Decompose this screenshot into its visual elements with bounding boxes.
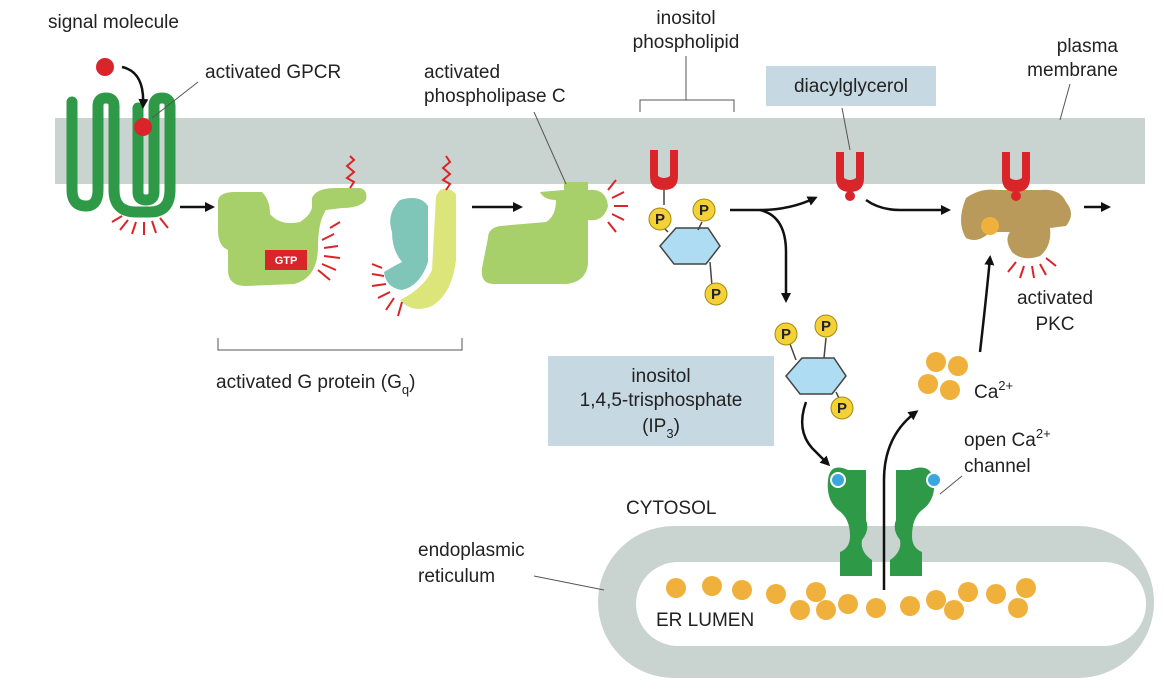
ring-bond-2	[697, 221, 703, 231]
label-diacylglycerol: diacylglycerol	[794, 76, 908, 97]
label-open-channel-2: channel	[964, 456, 1031, 477]
label-inositol-phospholipid-2: phospholipid	[633, 32, 740, 53]
diacylglycerol-label-box	[766, 66, 936, 106]
gpcr-activation-marks	[111, 215, 169, 235]
pkc-bound-dag	[1002, 152, 1030, 192]
arrow-ip3-to-channel	[800, 401, 831, 467]
leader-er	[533, 575, 605, 591]
arrow-calcium-to-pkc	[978, 255, 995, 353]
label-activated-g-protein: activated G protein (Gq)	[216, 372, 415, 397]
ring-bond-3	[709, 261, 713, 287]
pkc-calcium	[981, 217, 999, 235]
label-signal-molecule: signal molecule	[48, 12, 179, 33]
gpcr-receptor	[66, 92, 176, 218]
label-er-2: reticulum	[418, 566, 495, 587]
label-activated-plc-1: activated	[424, 62, 500, 83]
label-er-lumen: ER LUMEN	[656, 610, 754, 631]
signal-molecule	[96, 58, 114, 76]
label-activated-gpcr: activated GPCR	[205, 62, 341, 83]
leader-gpcr	[151, 81, 199, 119]
phosphate-label: P	[655, 211, 665, 228]
label-ip3-1: inositol	[631, 366, 690, 387]
leader-dag	[841, 107, 851, 151]
bracket-phospholipid	[639, 56, 735, 112]
label-activated-pkc-2: PKC	[1035, 314, 1074, 335]
g-alpha-subunit	[218, 188, 367, 286]
ip3-binding-site-left	[830, 472, 846, 488]
arrow-to-dag	[730, 196, 818, 212]
ip3-phosphate-3	[830, 396, 854, 420]
pkc-protein	[961, 189, 1071, 259]
plc-activation-marks	[607, 179, 628, 233]
phospholipase-c	[481, 182, 608, 284]
g-gamma-lipid-anchor	[441, 155, 452, 191]
bracket-g-protein	[217, 338, 463, 351]
label-er-1: endoplasmic	[418, 540, 525, 561]
phosphate-label: P	[699, 202, 709, 219]
pkc-bound-dag-head	[1011, 191, 1021, 201]
label-ip3-2: 1,4,5-trisphosphate	[580, 390, 743, 411]
label-plasma-2: membrane	[1027, 60, 1118, 81]
diacylglycerol-head	[845, 191, 855, 201]
ip3-binding-site-right	[926, 472, 942, 488]
g-beta-gamma-activation-marks	[371, 263, 403, 317]
ip3-phosphate-2	[814, 314, 838, 338]
label-activated-pkc-1: activated	[1017, 288, 1093, 309]
signal-molecule-bound	[134, 118, 152, 136]
phosphate-1	[648, 207, 672, 231]
phosphate-label: P	[711, 286, 721, 303]
label-ip3-3: (IP3)	[642, 416, 680, 441]
label-plasma-1: plasma	[1057, 36, 1119, 57]
g-gamma-subunit	[400, 188, 456, 309]
ca-channel-left	[827, 467, 872, 576]
phosphate-label: P	[837, 400, 847, 417]
pkc-activation-marks	[1007, 257, 1057, 279]
arrow-to-pkc	[865, 198, 951, 215]
ip3-inositol-ring	[785, 357, 847, 395]
phosphate-3	[704, 282, 728, 306]
leader-channel	[939, 475, 963, 495]
ip3-bond-2	[823, 337, 827, 359]
cytosol-calcium-ions	[918, 352, 968, 400]
er-calcium-ions	[666, 576, 1036, 620]
g-beta-subunit	[384, 198, 428, 290]
ip3-phosphate-1	[774, 322, 798, 346]
label-open-channel-1: open Ca2+	[964, 426, 1051, 451]
label-cytosol: CYTOSOL	[626, 498, 716, 519]
ip3-label-box	[548, 356, 774, 446]
phosphate-label: P	[781, 326, 791, 343]
phosphate-2	[692, 198, 716, 222]
inositol-ring	[659, 227, 721, 265]
label-inositol-phospholipid-1: inositol	[656, 8, 715, 29]
ip3-bond-1	[789, 343, 797, 361]
phospholipid-tails	[650, 150, 678, 190]
arrow-to-ip3	[759, 208, 791, 303]
ca-channel-right	[890, 467, 935, 576]
arrow-calcium-release	[882, 410, 919, 590]
label-activated-plc-2: phospholipase C	[424, 86, 566, 107]
g-alpha-activation-marks	[317, 221, 341, 281]
diacylglycerol-molecule	[836, 152, 864, 192]
g-alpha-lipid-anchor	[345, 155, 356, 189]
gtp-label: GTP	[275, 255, 298, 267]
leader-plasma	[1059, 83, 1071, 121]
gtp-badge	[265, 250, 307, 270]
label-calcium: Ca2+	[974, 378, 1013, 403]
signal-binding-arrow	[121, 65, 149, 109]
plasma-membrane	[55, 118, 1145, 184]
phosphate-label: P	[821, 318, 831, 335]
leader-plc	[533, 111, 567, 185]
